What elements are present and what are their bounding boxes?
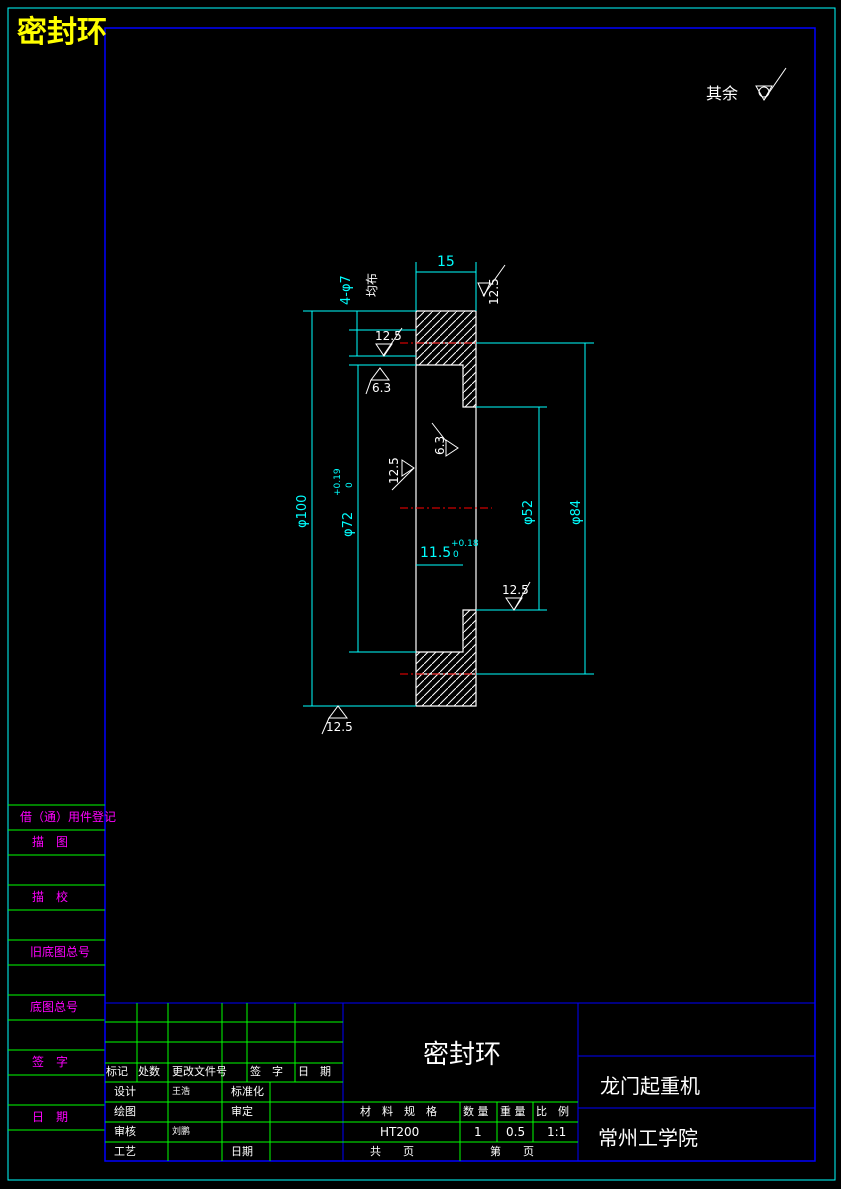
school-name: 常州工学院 xyxy=(598,1126,698,1150)
dim-width-15: 15 xyxy=(437,254,455,270)
inner-frame xyxy=(104,27,816,1162)
rev-header-doc: 更改文件号 xyxy=(172,1065,227,1078)
rev-header-mark: 标记 xyxy=(106,1065,128,1078)
side-row-borrow: 借（通）用件登记 xyxy=(20,810,117,824)
check-label: 审核 xyxy=(114,1125,136,1138)
dim-dia-72-tol-lower: 0 xyxy=(345,482,355,488)
roughness-r2: 12.5 xyxy=(375,329,402,343)
side-row-trace: 描 图 xyxy=(32,835,69,849)
rev-header-date: 日 期 xyxy=(298,1065,331,1078)
scale-value: 1:1 xyxy=(547,1125,567,1139)
roughness-r5: 12.5 xyxy=(387,457,401,484)
part-section xyxy=(400,310,492,707)
material-header: 材 料 规 格 xyxy=(360,1105,437,1118)
qty-value: 1 xyxy=(474,1125,482,1139)
dim-dia-84: φ84 xyxy=(569,499,584,525)
hatch-top xyxy=(416,311,476,343)
drawing-heading: 密封环 xyxy=(17,15,107,50)
dim-depth-115-tol-lower: 0 xyxy=(453,550,459,560)
side-table xyxy=(8,804,105,1131)
hatch-lower-flange xyxy=(416,610,476,674)
title-block xyxy=(104,1002,816,1162)
material-value: HT200 xyxy=(380,1125,420,1139)
scale-header: 比 例 xyxy=(536,1105,569,1118)
roughness-symbols xyxy=(321,67,787,735)
side-row-date: 日 期 xyxy=(32,1110,69,1124)
design-label: 设计 xyxy=(114,1085,136,1098)
dim-dia-72: φ72 xyxy=(341,511,356,537)
roughness-r3: 6.3 xyxy=(372,381,392,395)
review-label: 审定 xyxy=(231,1105,253,1118)
roughness-r1: 12.5 xyxy=(487,278,501,305)
qty-header: 数 量 xyxy=(463,1105,489,1118)
dim-dia-72-tol-upper: +0.19 xyxy=(333,468,343,496)
roughness-other-label: 其余 xyxy=(706,84,739,103)
hatch-upper-flange xyxy=(416,343,476,407)
rev-header-sign: 签 字 xyxy=(250,1065,283,1078)
weight-value: 0.5 xyxy=(506,1125,526,1139)
dim-depth-115-tol-upper: +0.18 xyxy=(451,539,479,549)
checker-name: 刘鹏 xyxy=(172,1127,191,1137)
side-row-sign: 签 字 xyxy=(32,1055,69,1069)
part-name: 密封环 xyxy=(423,1040,502,1070)
page-number: 第 页 xyxy=(490,1145,534,1158)
hatch-bottom xyxy=(416,674,476,706)
weight-header: 重 量 xyxy=(500,1105,526,1118)
side-row-trace-check: 描 校 xyxy=(32,890,69,904)
roughness-r6: 12.5 xyxy=(502,583,529,597)
roughness-r7: 12.5 xyxy=(326,720,353,734)
rev-header-count: 处数 xyxy=(138,1065,160,1078)
machine-name: 龙门起重机 xyxy=(600,1074,700,1098)
dim-holes: 4-φ7 xyxy=(339,275,354,305)
process-label: 工艺 xyxy=(114,1145,136,1158)
dim-dia-100: φ100 xyxy=(295,494,310,528)
dim-dia-52: φ52 xyxy=(521,499,536,525)
roughness-r4: 6.3 xyxy=(433,435,447,455)
drawing-label: 绘图 xyxy=(114,1105,136,1118)
designer-name: 王浩 xyxy=(172,1087,191,1097)
dim-holes-note: 均布 xyxy=(365,272,379,297)
dimension-lines xyxy=(303,262,594,707)
dim-depth-115: 11.5 xyxy=(420,545,452,561)
standardize-label: 标准化 xyxy=(231,1085,264,1098)
side-row-base: 底图总号 xyxy=(30,1000,79,1014)
date-label: 日期 xyxy=(231,1145,253,1158)
outer-frame xyxy=(7,7,836,1181)
total-pages: 共 页 xyxy=(370,1145,414,1158)
side-row-old-base: 旧底图总号 xyxy=(30,945,91,959)
